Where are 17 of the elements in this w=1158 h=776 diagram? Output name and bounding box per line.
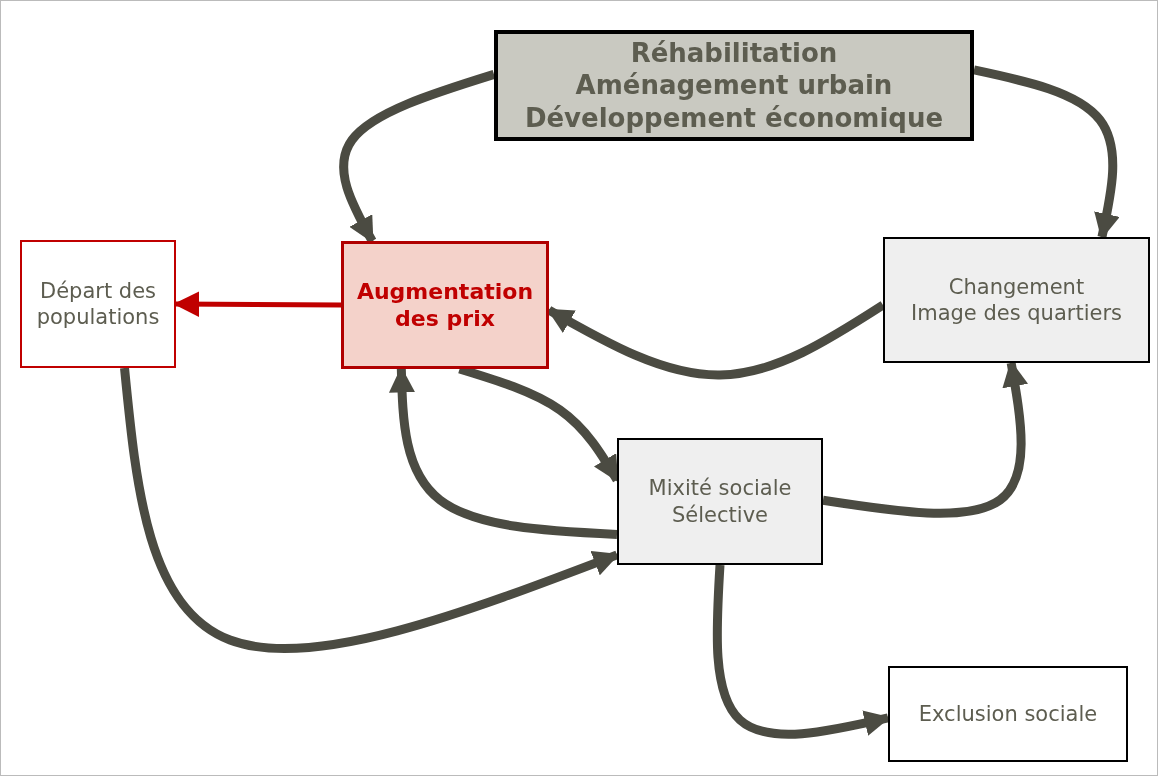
title-box: [494, 30, 974, 141]
node-label: Départ des populations: [35, 277, 161, 331]
node-label: Sélective: [672, 501, 768, 528]
node-label: Aménagement urbain: [575, 69, 893, 102]
node-label: Mixité sociale: [648, 475, 792, 502]
process-box: [617, 438, 823, 565]
process-box: [883, 237, 1150, 363]
node-label: Augmentation des prix: [355, 277, 535, 333]
node-label: Développement économique: [524, 101, 944, 135]
process-box: [888, 666, 1128, 762]
highlight-box: [341, 241, 549, 369]
node-label: Réhabilitation: [630, 36, 838, 70]
process-box: [20, 240, 176, 368]
node-label: Exclusion sociale: [918, 700, 1098, 728]
curved-arrow: [973, 65, 1120, 240]
node-label: Image des quartiers: [911, 300, 1122, 327]
node-label: Changement: [948, 273, 1085, 300]
